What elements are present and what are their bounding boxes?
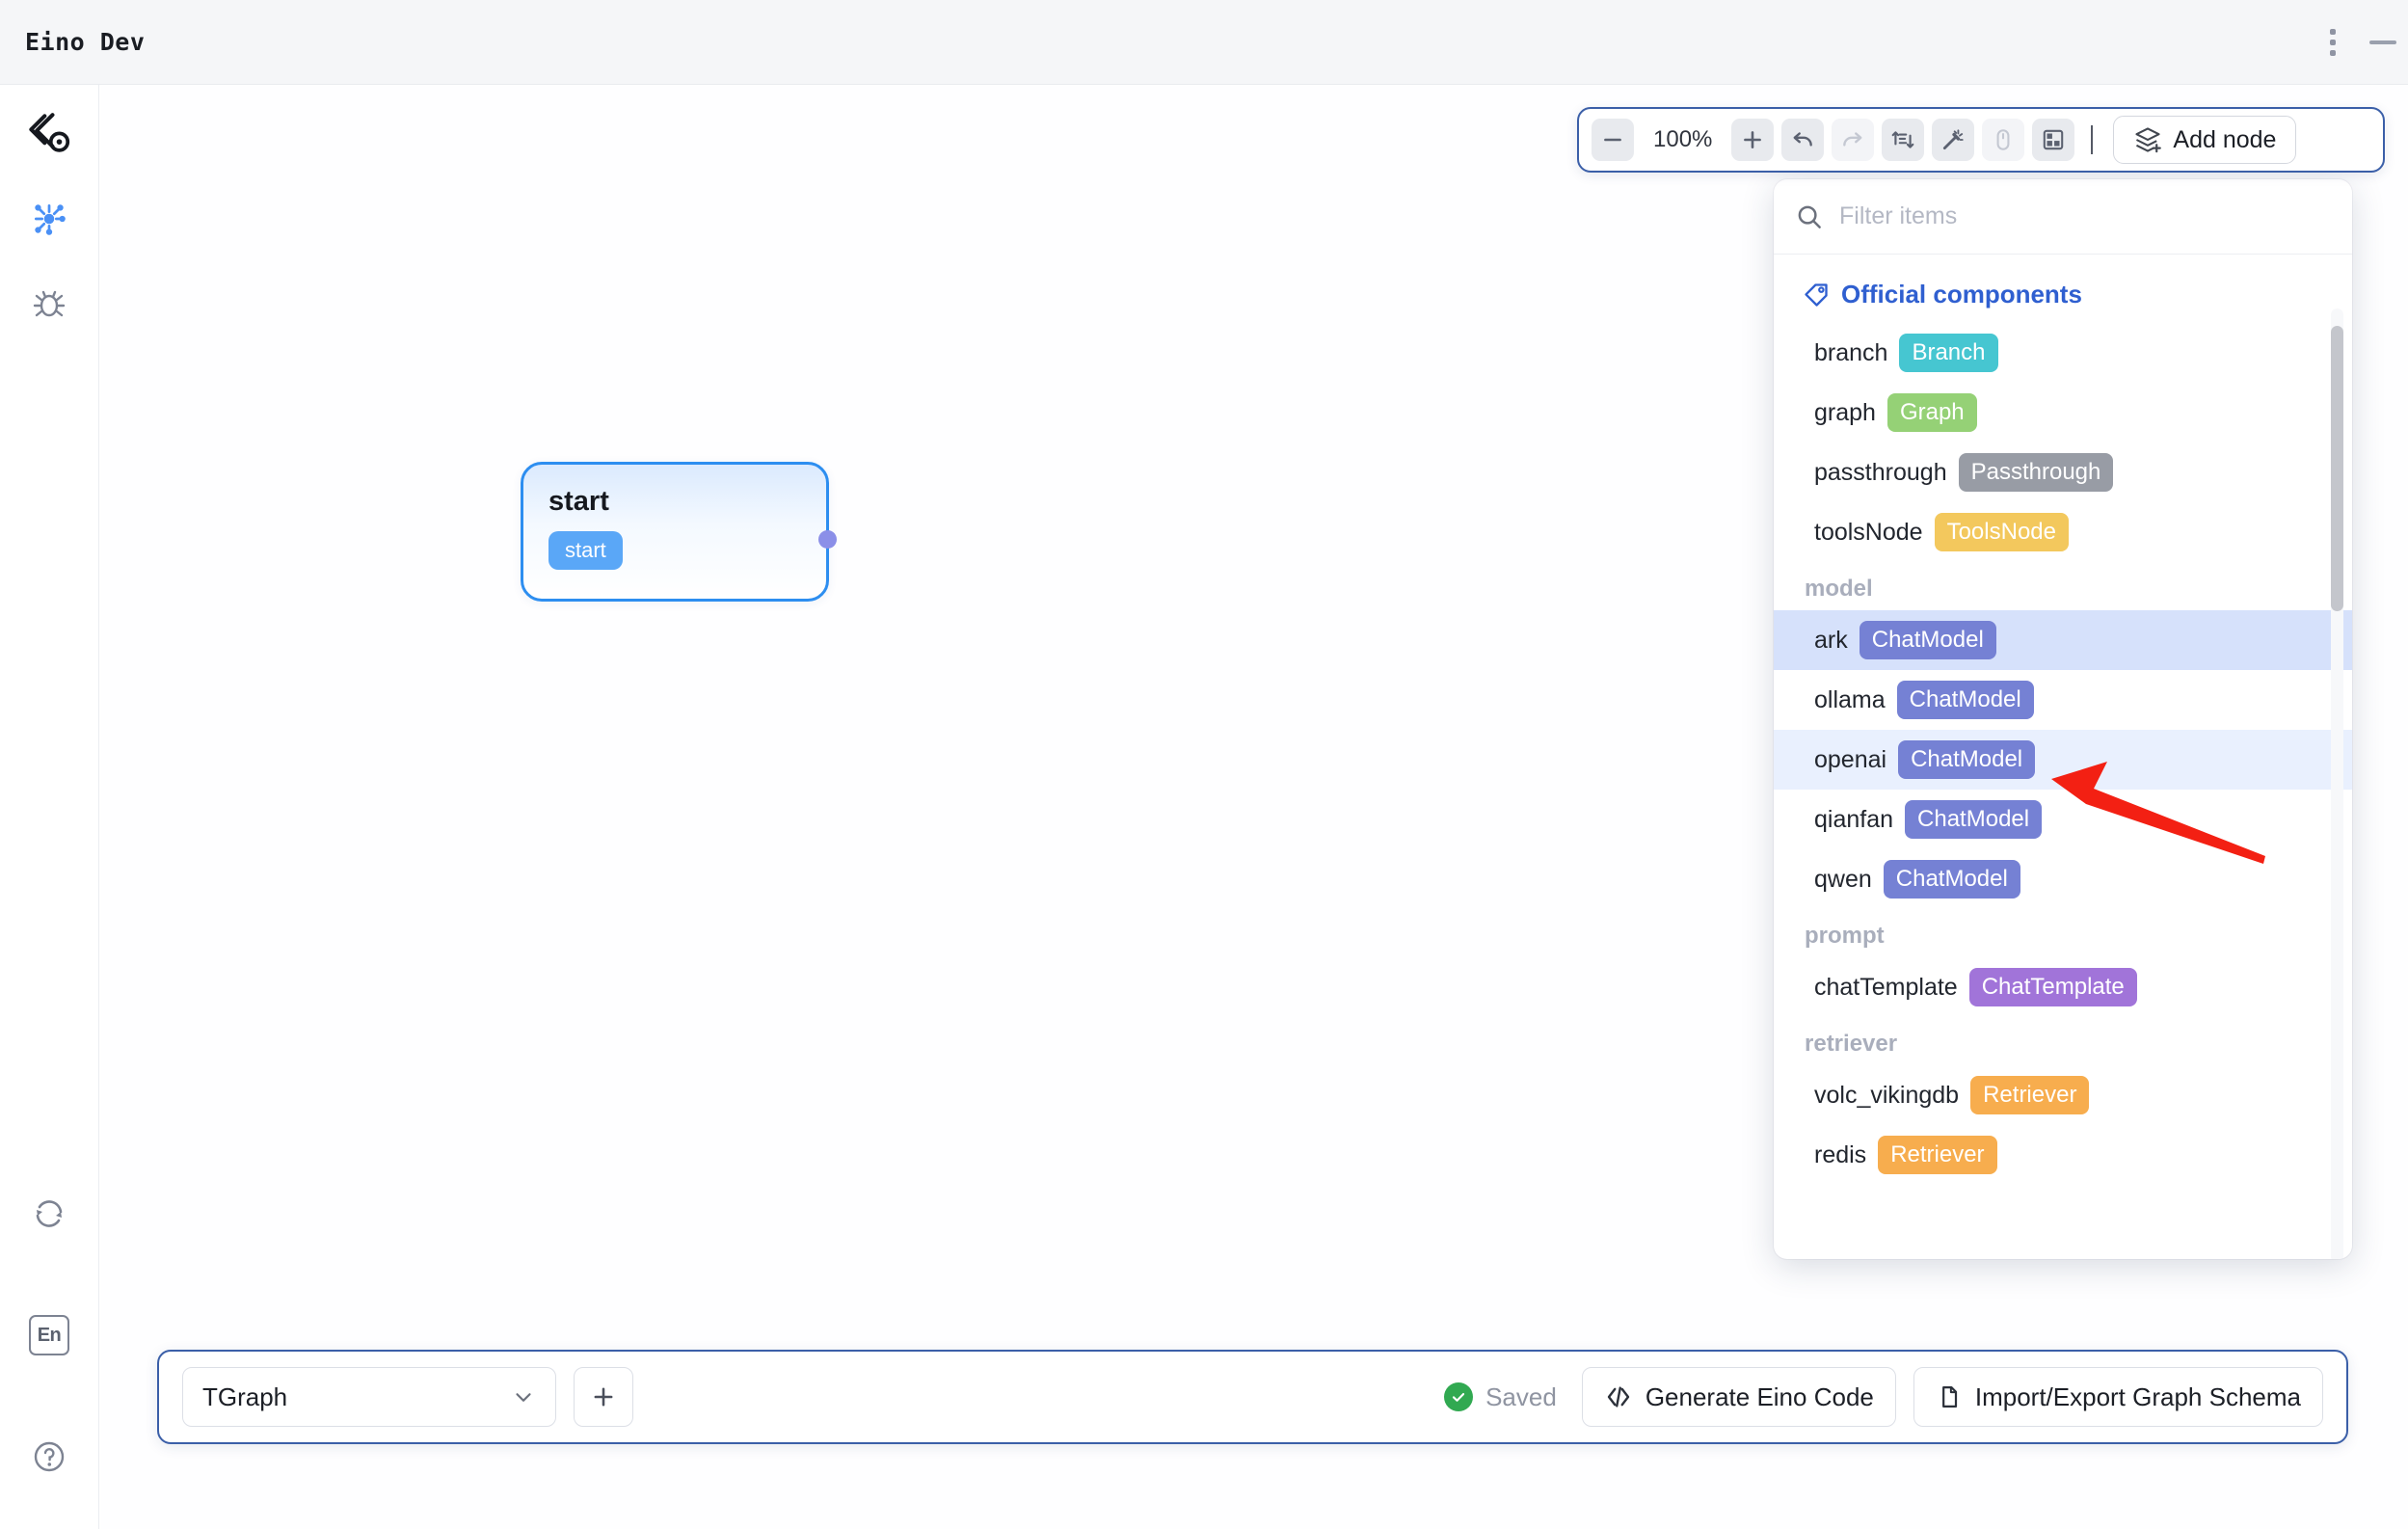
component-type-badge: Passthrough [1959,453,2114,492]
import-export-schema-label: Import/Export Graph Schema [1975,1382,2301,1412]
graph-select[interactable]: TGraph [182,1367,556,1427]
plus-icon [590,1383,617,1410]
component-row-branch[interactable]: branch Branch [1774,323,2352,383]
help-circle-icon[interactable] [17,1425,81,1489]
auto-layout-icon[interactable] [1882,119,1924,161]
canvas-toolbar: 100% [1577,107,2385,173]
component-type-badge: ChatModel [1860,621,1996,659]
panel-scrollbar-thumb[interactable] [2331,326,2343,611]
section-header-model: model [1774,562,2352,610]
status-label: Saved [1485,1382,1557,1412]
language-icon[interactable]: En [17,1303,81,1367]
group-official-components: Official components [1774,268,2352,323]
component-name: passthrough [1814,459,1947,487]
component-row-passthrough[interactable]: passthrough Passthrough [1774,443,2352,502]
document-icon [1936,1383,1963,1410]
component-name: chatTemplate [1814,974,1958,1002]
node-output-port[interactable] [818,530,837,549]
component-type-badge: ChatModel [1898,740,2035,779]
sidebar-bottom-group: En [17,1124,81,1529]
component-type-badge: ChatModel [1897,681,2034,719]
sidebar-item-debug[interactable] [17,272,81,335]
eino-logo-icon[interactable] [17,102,81,166]
grid-layout-icon[interactable] [2032,119,2074,161]
component-name: graph [1814,399,1876,427]
sidebar-item-graph[interactable] [17,187,81,251]
node-start[interactable]: start start [521,462,829,602]
left-sidebar: En [0,85,99,1529]
component-row-openai[interactable]: openai ChatModel [1774,730,2352,790]
component-row-ark[interactable]: ark ChatModel [1774,610,2352,670]
panel-search-row [1774,179,2352,255]
graph-select-value: TGraph [202,1382,287,1412]
component-row-chattemplate[interactable]: chatTemplate ChatTemplate [1774,957,2352,1017]
component-name: qianfan [1814,806,1893,834]
undo-icon[interactable] [1781,119,1824,161]
mouse-pointer-icon[interactable] [1982,119,2024,161]
zoom-out-button[interactable] [1592,119,1634,161]
component-type-badge: ChatModel [1905,800,2042,839]
component-type-badge: ChatTemplate [1969,968,2137,1006]
component-type-badge: Graph [1887,393,1977,432]
refresh-sync-icon[interactable] [17,1182,81,1246]
component-rows-top: branch Branch graph Graph passthrough Passthr… [1774,323,2352,562]
add-node-label: Add node [2173,126,2276,154]
check-circle-icon [1444,1382,1473,1411]
component-row-qianfan[interactable]: qianfan ChatModel [1774,790,2352,849]
language-label: En [29,1315,69,1355]
component-name: openai [1814,746,1886,774]
window-titlebar: Eino Dev [0,0,2408,85]
search-input[interactable] [1839,202,2331,230]
component-type-badge: Branch [1899,334,1997,372]
component-row-ollama[interactable]: ollama ChatModel [1774,670,2352,730]
redo-icon[interactable] [1832,119,1874,161]
zoom-in-button[interactable] [1731,119,1774,161]
component-type-badge: ChatModel [1884,860,2020,899]
app-title: Eino Dev [25,28,145,56]
component-row-qwen[interactable]: qwen ChatModel [1774,849,2352,909]
component-row-graph[interactable]: graph Graph [1774,383,2352,443]
add-node-button[interactable]: Add node [2113,116,2296,164]
code-brackets-icon [1604,1382,1633,1411]
component-name: ollama [1814,686,1886,714]
tag-icon [1803,282,1830,308]
import-export-schema-button[interactable]: Import/Export Graph Schema [1913,1367,2323,1427]
toolbar-divider [2091,125,2093,154]
component-type-badge: Retriever [1878,1136,1996,1174]
add-node-panel: Official components branch Branch graph Gra… [1774,179,2352,1259]
node-title: start [548,486,801,518]
component-row-toolsnode[interactable]: toolsNode ToolsNode [1774,502,2352,562]
component-list[interactable]: Official components branch Branch graph Gra… [1774,255,2352,1259]
component-name: ark [1814,627,1848,655]
add-graph-button[interactable] [574,1367,633,1427]
bottom-toolbar: TGraph Saved Generate Eino Code [157,1350,2348,1444]
component-name: volc_vikingdb [1814,1082,1959,1110]
section-header-prompt: prompt [1774,909,2352,957]
component-row-redis[interactable]: redis Retriever [1774,1125,2352,1185]
generate-eino-code-button[interactable]: Generate Eino Code [1582,1367,1896,1427]
component-name: branch [1814,339,1887,367]
add-layers-icon [2133,125,2162,154]
chevron-down-icon [511,1384,536,1409]
node-badge: start [548,531,623,570]
section-header-retriever: retriever [1774,1017,2352,1065]
component-sections: modelarkChatModelollamaChatModelopenaiCh… [1774,562,2352,1185]
minimize-icon[interactable] [2358,17,2408,67]
component-name: qwen [1814,866,1872,894]
component-row-volc_vikingdb[interactable]: volc_vikingdb Retriever [1774,1065,2352,1125]
component-type-badge: ToolsNode [1935,513,2069,551]
magic-wand-icon[interactable] [1932,119,1974,161]
group-label: Official components [1841,280,2082,309]
kebab-menu-icon[interactable] [2308,17,2358,67]
status-badge: Saved [1444,1382,1557,1412]
zoom-level-label[interactable]: 100% [1642,126,1724,153]
component-name: toolsNode [1814,519,1923,547]
search-icon [1795,202,1824,231]
component-type-badge: Retriever [1970,1076,2089,1114]
component-name: redis [1814,1141,1866,1169]
generate-eino-code-label: Generate Eino Code [1645,1382,1874,1412]
